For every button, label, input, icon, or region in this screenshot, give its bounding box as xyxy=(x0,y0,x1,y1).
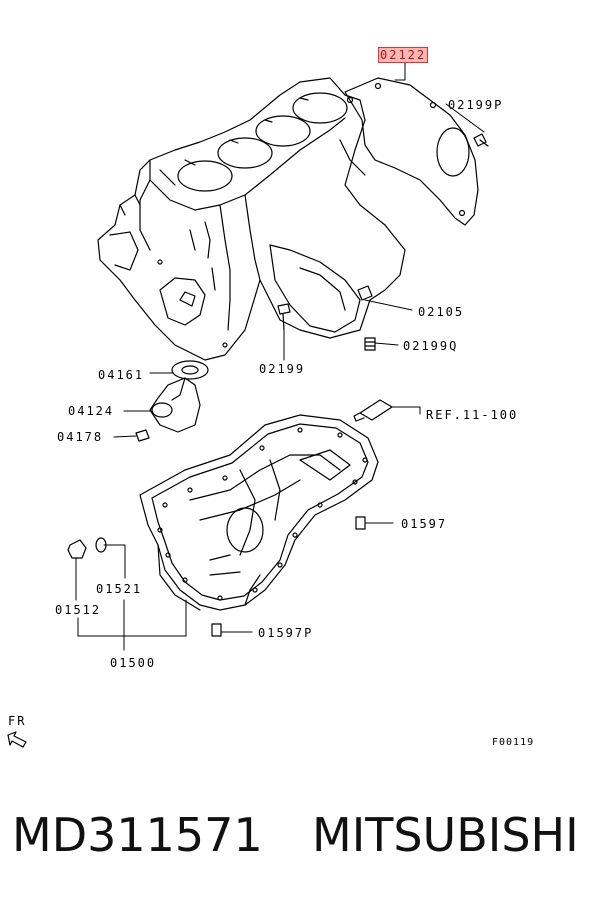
bolt-02199Q xyxy=(364,337,376,351)
label-04161[interactable]: 04161 xyxy=(98,368,145,382)
bolt-02105 xyxy=(357,285,373,301)
label-02199P[interactable]: 02199P xyxy=(448,98,504,112)
label-02199Q[interactable]: 02199Q xyxy=(403,339,459,353)
diagram-drawing xyxy=(7,59,489,748)
leader-lines xyxy=(75,59,485,651)
footer: MD311571 MITSUBISHI xyxy=(0,800,600,890)
label-01597P[interactable]: 01597P xyxy=(258,626,314,640)
label-01597[interactable]: 01597 xyxy=(401,517,448,531)
oil-strainer xyxy=(149,377,201,433)
brand-name: MITSUBISHI xyxy=(312,808,579,862)
sealant-tube xyxy=(353,399,393,422)
bolt-02199 xyxy=(277,303,291,331)
front-direction-label: FR xyxy=(8,714,27,728)
part-number: MD311571 xyxy=(12,808,263,862)
label-01512[interactable]: 01512 xyxy=(55,603,102,617)
label-02199[interactable]: 02199 xyxy=(259,362,306,376)
label-01500[interactable]: 01500 xyxy=(110,656,157,670)
label-02122[interactable]: 02122 xyxy=(378,47,429,63)
bolt-01597P xyxy=(211,623,222,637)
bolt-04178 xyxy=(135,429,150,442)
oil-pan xyxy=(139,414,379,611)
label-04124[interactable]: 04124 xyxy=(68,404,115,418)
label-04178[interactable]: 04178 xyxy=(57,430,104,444)
parts-diagram: 02122 02199P 02105 02199Q 02199 04161 04… xyxy=(7,47,535,748)
oil-screen-gasket xyxy=(171,360,209,380)
drain-plug xyxy=(67,539,87,559)
label-ref-11-100[interactable]: REF.11-100 xyxy=(426,408,519,422)
bolt-01597 xyxy=(355,516,366,530)
rear-plate-gasket xyxy=(344,77,479,226)
label-01521[interactable]: 01521 xyxy=(96,582,143,596)
bolt-02199P xyxy=(473,133,489,147)
figure-code: F00119 xyxy=(492,737,535,748)
label-02105[interactable]: 02105 xyxy=(418,305,465,319)
cylinder-block xyxy=(97,77,406,361)
front-arrow-icon xyxy=(7,731,27,748)
